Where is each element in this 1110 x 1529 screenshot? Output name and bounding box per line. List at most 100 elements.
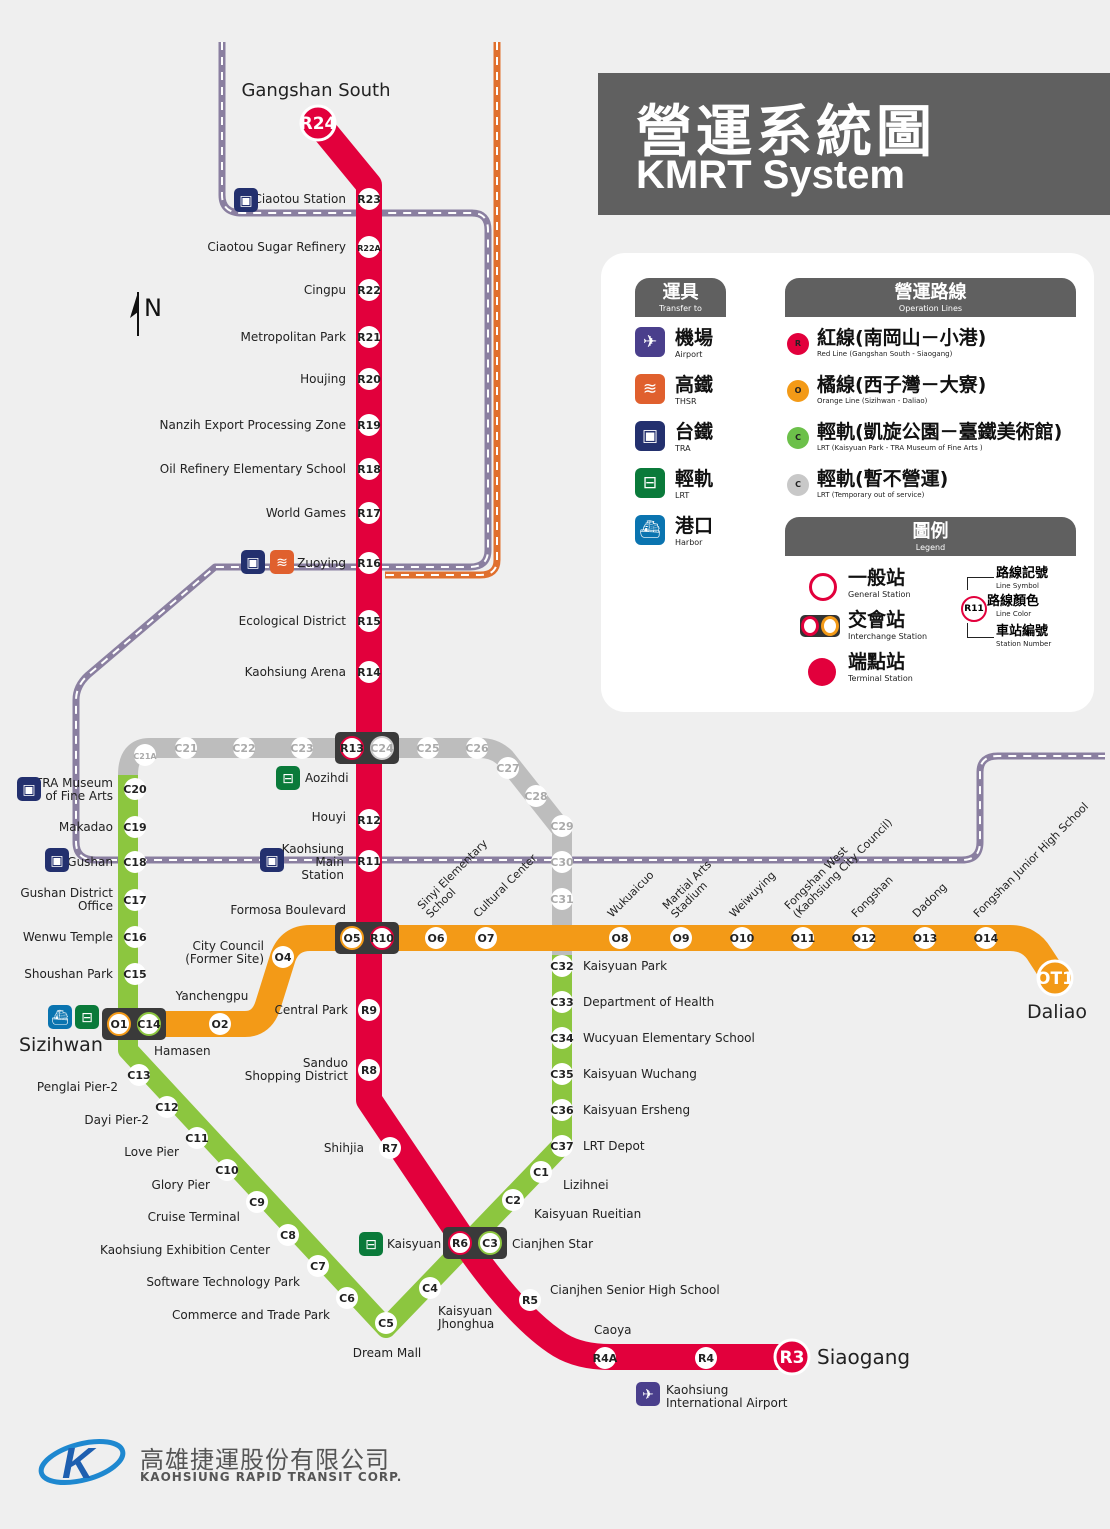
station-c36[interactable]: C36 <box>550 1099 574 1121</box>
station-r22a[interactable]: R22A <box>357 236 382 258</box>
station-c7[interactable]: C7 <box>307 1255 329 1277</box>
station-o11[interactable]: O11 <box>791 927 816 949</box>
station-code: C21 <box>174 742 197 755</box>
station-code: C24 <box>370 742 394 755</box>
station-o13[interactable]: O13 <box>913 927 938 949</box>
station-c30[interactable]: C30 <box>550 851 574 873</box>
station-r4[interactable]: R4 <box>695 1347 717 1369</box>
station-r10[interactable]: R10 <box>370 926 394 950</box>
station-c20[interactable]: C20 <box>123 778 147 800</box>
station-o8[interactable]: O8 <box>609 927 631 949</box>
station-r5[interactable]: R5 <box>519 1289 541 1311</box>
station-o6[interactable]: O6 <box>425 927 447 949</box>
station-o4[interactable]: O4 <box>272 946 294 968</box>
annotation-example-station: R11 <box>961 596 987 622</box>
station-c28[interactable]: C28 <box>524 785 548 807</box>
station-c33[interactable]: C33 <box>550 991 574 1013</box>
station-r19[interactable]: R19 <box>357 414 381 436</box>
station-c3[interactable]: C3 <box>478 1231 502 1255</box>
station-marker <box>124 778 146 800</box>
station-r8[interactable]: R8 <box>358 1059 380 1081</box>
station-r7[interactable]: R7 <box>379 1137 401 1159</box>
station-c4[interactable]: C4 <box>419 1277 441 1299</box>
station-o1[interactable]: O1 <box>107 1012 131 1036</box>
station-code: C12 <box>155 1101 178 1114</box>
station-code: C6 <box>339 1292 355 1305</box>
station-o5[interactable]: O5 <box>340 926 364 950</box>
station-r21[interactable]: R21 <box>357 326 381 348</box>
station-c25[interactable]: C25 <box>416 737 440 759</box>
station-marker <box>466 737 488 759</box>
krtc-logo: K <box>38 1438 126 1488</box>
station-marker <box>551 991 573 1013</box>
station-c22[interactable]: C22 <box>232 737 256 759</box>
station-c18[interactable]: C18 <box>123 851 147 873</box>
station-c2[interactable]: C2 <box>502 1189 524 1211</box>
station-r6[interactable]: R6 <box>448 1231 472 1255</box>
station-r24[interactable]: R24 <box>299 104 337 142</box>
station-c29[interactable]: C29 <box>550 815 574 837</box>
station-c24[interactable]: C24 <box>370 736 394 760</box>
station-o9[interactable]: O9 <box>670 927 692 949</box>
line-zh: 紅線(南岡山－小港) <box>817 327 987 349</box>
station-r4a[interactable]: R4A <box>593 1347 618 1369</box>
station-r13[interactable]: R13 <box>340 736 364 760</box>
station-marker <box>502 1189 524 1211</box>
station-marker <box>551 1063 573 1085</box>
station-c21[interactable]: C21 <box>174 737 198 759</box>
station-r22[interactable]: R22 <box>357 279 381 301</box>
station-c27[interactable]: C27 <box>496 757 520 779</box>
station-code: R20 <box>357 373 381 386</box>
station-o10[interactable]: O10 <box>730 927 755 949</box>
station-r16[interactable]: R16 <box>357 552 381 574</box>
station-o7[interactable]: O7 <box>475 927 497 949</box>
station-c13[interactable]: C13 <box>127 1064 151 1086</box>
station-r11[interactable]: R11 <box>357 850 381 872</box>
station-r3[interactable]: R3 <box>773 1338 811 1376</box>
station-c6[interactable]: C6 <box>336 1287 358 1309</box>
station-code: OT1 <box>1036 969 1074 989</box>
station-c19[interactable]: C19 <box>123 816 147 838</box>
station-c12[interactable]: C12 <box>155 1096 179 1118</box>
station-c23[interactable]: C23 <box>290 737 314 759</box>
station-c14[interactable]: C14 <box>137 1012 161 1036</box>
station-r23[interactable]: R23 <box>357 188 381 210</box>
station-r9[interactable]: R9 <box>358 999 380 1021</box>
station-c34[interactable]: C34 <box>550 1027 574 1049</box>
station-code: O2 <box>211 1018 228 1031</box>
station-r18[interactable]: R18 <box>357 458 381 480</box>
station-marker <box>419 1277 441 1299</box>
station-o12[interactable]: O12 <box>852 927 877 949</box>
station-r20[interactable]: R20 <box>357 368 381 390</box>
station-c9[interactable]: C9 <box>246 1191 268 1213</box>
station-c21a[interactable]: C21A <box>133 744 157 766</box>
station-label: Ciaotou Station <box>253 192 346 206</box>
station-code: C30 <box>550 856 574 869</box>
station-label: Dayi Pier-2 <box>84 1113 149 1127</box>
station-r14[interactable]: R14 <box>357 661 381 683</box>
station-c1[interactable]: C1 <box>530 1161 552 1183</box>
station-c11[interactable]: C11 <box>185 1127 209 1149</box>
station-c32[interactable]: C32 <box>550 955 574 977</box>
station-c17[interactable]: C17 <box>123 889 147 911</box>
station-r17[interactable]: R17 <box>357 502 381 524</box>
line-symbol-zh: 路線記號 <box>996 566 1049 581</box>
station-c8[interactable]: C8 <box>277 1224 299 1246</box>
station-o14[interactable]: O14 <box>974 927 999 949</box>
station-c5[interactable]: C5 <box>375 1312 397 1334</box>
station-c10[interactable]: C10 <box>215 1159 239 1181</box>
station-c26[interactable]: C26 <box>465 737 489 759</box>
station-ot1[interactable]: OT1 <box>1036 959 1074 997</box>
station-c31[interactable]: C31 <box>550 888 574 910</box>
station-r12[interactable]: R12 <box>357 809 381 831</box>
station-c35[interactable]: C35 <box>550 1063 574 1085</box>
station-number-en: Station Number <box>996 640 1052 648</box>
station-c37[interactable]: C37 <box>550 1135 574 1157</box>
station-o2[interactable]: O2 <box>209 1013 231 1035</box>
station-c15[interactable]: C15 <box>123 963 147 985</box>
station-code: C4 <box>422 1282 438 1295</box>
line-symbol-dot: C <box>787 426 809 449</box>
station-c16[interactable]: C16 <box>123 926 147 948</box>
station-r15[interactable]: R15 <box>357 610 381 632</box>
